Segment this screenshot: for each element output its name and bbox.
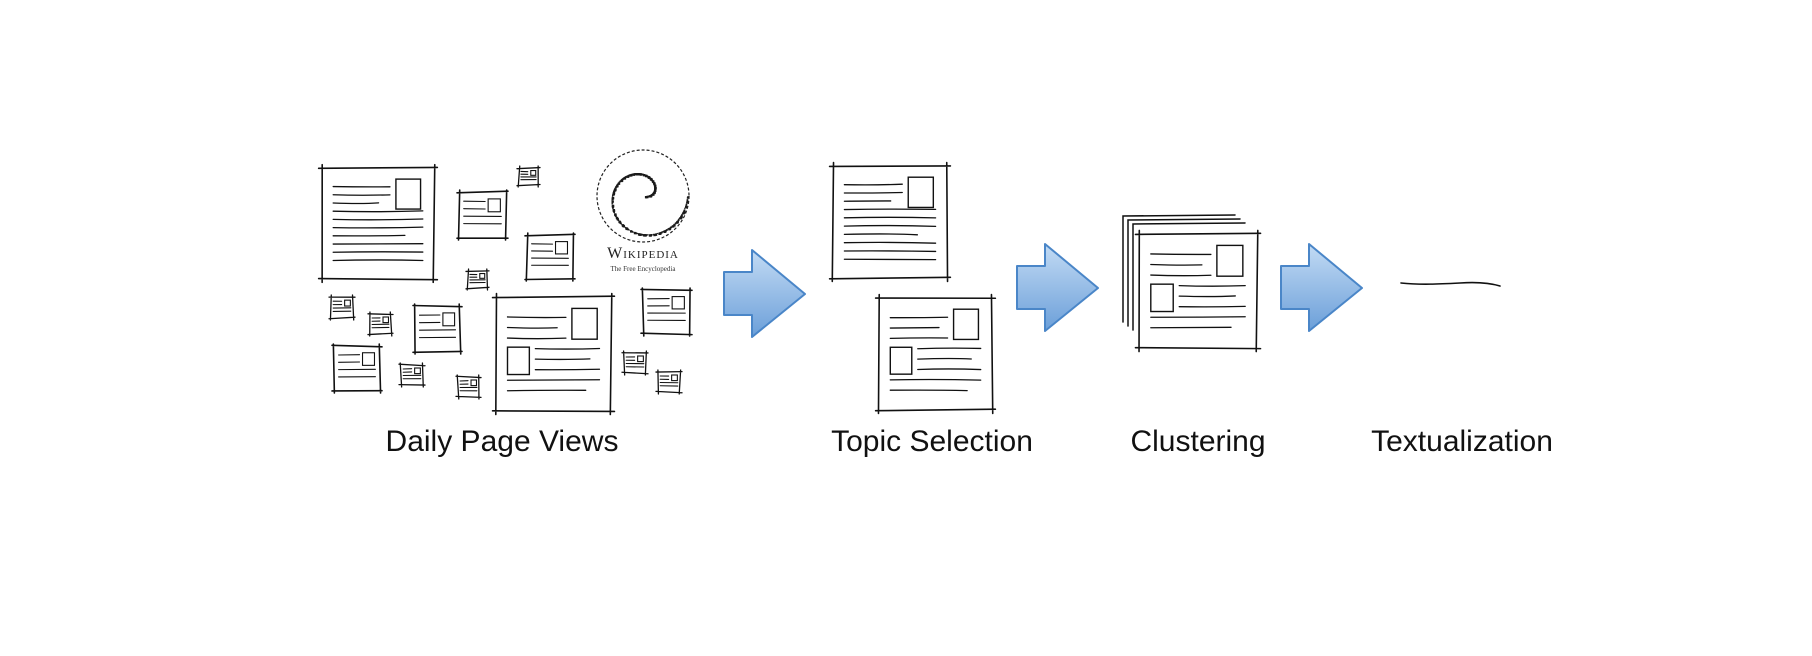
wikipedia-wordmark: Wikipedia [607, 245, 679, 262]
document-page-icon [491, 292, 616, 416]
globe-puzzle-icon [611, 173, 690, 237]
document-page-icon [456, 189, 509, 241]
document-page-icon [455, 374, 482, 400]
text-line-icon [1400, 281, 1501, 287]
document-page-icon [398, 362, 426, 388]
document-page-icon [465, 268, 490, 291]
document-page-icon [621, 350, 649, 376]
document-page-icon [516, 165, 541, 188]
document-page-icon [874, 293, 997, 415]
stage-label-textualization: Textualization [1371, 425, 1553, 458]
clustering-graphic [1122, 214, 1262, 353]
stage-label-topic-selection: Topic Selection [831, 425, 1033, 458]
document-page-icon [317, 163, 439, 284]
wikipedia-logo: Wikipedia The Free Encyclopedia [596, 149, 690, 273]
document-page-icon [328, 294, 356, 321]
document-page-icon [828, 161, 952, 283]
stage-label-clustering: Clustering [1130, 425, 1266, 458]
document-page-icon [331, 343, 383, 394]
stage-label-daily-page-views: Daily Page Views [385, 425, 619, 458]
topic-selection-graphic [828, 161, 997, 415]
arrow-icon [723, 249, 806, 338]
document-page-icon [640, 287, 693, 337]
document-page-icon [412, 303, 463, 355]
document-page-icon [655, 369, 683, 395]
arrow-icon [1016, 243, 1099, 332]
daily-page-views-graphic [317, 163, 693, 416]
document-page-icon [524, 232, 576, 282]
wikipedia-tagline: The Free Encyclopedia [611, 265, 677, 273]
document-page-icon [1134, 229, 1262, 353]
document-page-icon [367, 311, 394, 337]
arrow-icon [1280, 243, 1363, 332]
